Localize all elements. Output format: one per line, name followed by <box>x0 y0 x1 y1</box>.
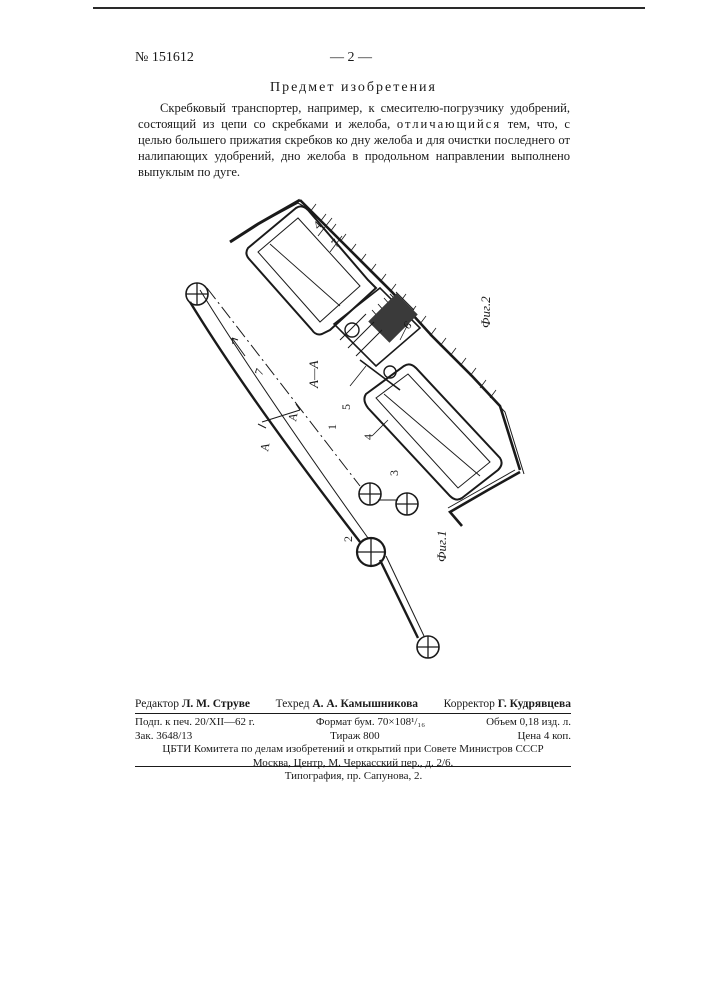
label-chain: 1 <box>325 424 339 430</box>
imprint-volume: Объем 0,18 изд. л. <box>486 716 571 730</box>
credit-tech-role: Техред <box>276 698 310 710</box>
footer-rule-top <box>135 713 571 714</box>
credit-proof-role: Корректор <box>444 698 495 710</box>
upper-scraper <box>246 206 376 334</box>
label-scraper-lower: 4 <box>361 434 375 440</box>
credit-proof: Корректор Г. Кудрявцева <box>444 698 571 710</box>
label-fig2: Фиг.2 <box>478 296 493 328</box>
page-number: — 2 — <box>330 50 372 66</box>
top-rule <box>93 7 645 9</box>
label-section-a-right: А <box>285 411 300 422</box>
label-roller: 3 <box>387 470 401 476</box>
trough-cross-section <box>230 200 524 526</box>
technical-drawing: 4 7 6 5 4 А—А Фиг.2 7 1 А А 3 2 Фиг.1 <box>0 190 707 690</box>
label-section-a-left: А <box>257 441 272 452</box>
conveyor-side-view <box>186 283 439 658</box>
credit-editor-name: Л. М. Струве <box>182 698 250 710</box>
claims-title: Предмет изобретения <box>0 80 707 96</box>
credits-line: Редактор Л. М. Струве Техред А. А. Камыш… <box>135 698 571 710</box>
drawing-canvas: 4 7 6 5 4 А—А Фиг.2 7 1 А А 3 2 Фиг.1 <box>0 190 707 690</box>
label-bolt: 5 <box>339 404 353 410</box>
credit-tech-name: А. А. Камышникова <box>312 698 418 710</box>
label-section-aa: А—А <box>306 361 321 390</box>
printer-line: Типография, пр. Сапунова, 2. <box>0 770 707 782</box>
imprint-signed: Подп. к печ. 20/XII—62 г. <box>135 716 255 730</box>
imprint-address: Москва, Центр, М. Черкасский пер., д. 2/… <box>135 757 571 771</box>
claim-text: Скребковый транспортер, например, к смес… <box>138 100 570 180</box>
footer-rule-bottom <box>135 766 571 767</box>
claim-spaced-phrase: отличающийся <box>397 117 501 131</box>
claim-paragraph: Скребковый транспортер, например, к смес… <box>138 100 570 180</box>
credit-editor-role: Редактор <box>135 698 179 710</box>
imprint-block: Подп. к печ. 20/XII—62 г. Формат бум. 70… <box>135 716 571 770</box>
label-fig1: Фиг.1 <box>434 530 449 562</box>
imprint-row-2: Зак. 3648/13 Тираж 800 Цена 4 коп. <box>135 730 571 744</box>
credit-proof-name: Г. Кудрявцева <box>498 698 571 710</box>
imprint-format: Формат бум. 70×108¹/₁₆ <box>316 716 425 730</box>
imprint-circulation: Тираж 800 <box>330 730 380 744</box>
label-sprocket: 2 <box>341 536 355 542</box>
imprint-order: Зак. 3648/13 <box>135 730 192 744</box>
imprint-price: Цена 4 коп. <box>517 730 571 744</box>
imprint-publisher: ЦБТИ Комитета по делам изобретений и отк… <box>135 743 571 757</box>
label-trough-side: 7 <box>252 367 267 377</box>
credit-editor: Редактор Л. М. Струве <box>135 698 250 710</box>
imprint-row-1: Подп. к печ. 20/XII—62 г. Формат бум. 70… <box>135 716 571 730</box>
patent-number: № 151612 <box>135 50 194 66</box>
credit-tech: Техред А. А. Камышникова <box>276 698 418 710</box>
credits-row: Редактор Л. М. Струве Техред А. А. Камыш… <box>135 698 571 710</box>
